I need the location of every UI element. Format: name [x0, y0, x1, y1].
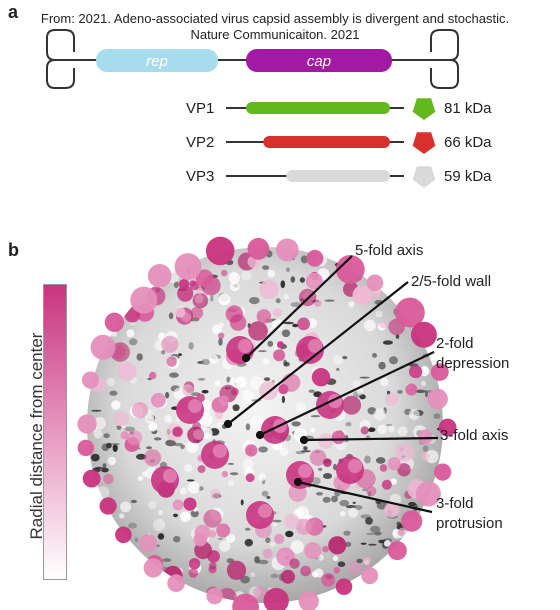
leader-line-1: [227, 281, 409, 425]
cap-gene-bar: [246, 49, 392, 72]
leader-dot-4: [293, 477, 303, 487]
right-itr-hairpin: [428, 29, 459, 61]
label-2-5-fold-wall: 2/5-fold wall: [411, 273, 492, 290]
cap-gene-label: cap: [307, 53, 331, 70]
leader-line-4: [297, 480, 433, 514]
vp-weight-vp1: 81 kDa: [444, 100, 492, 117]
vp-bar-vp1: [246, 102, 390, 114]
leader-dot-1: [223, 419, 233, 429]
radial-distance-colorbar: [43, 284, 67, 580]
rep-gene-label: rep: [146, 53, 168, 70]
source-caption: From: 2021. Adeno-associated virus capsi…: [40, 11, 510, 42]
left-itr-loop-lower: [46, 59, 76, 89]
vp-name-vp2: VP2: [186, 134, 214, 151]
vp-pentamer-icon-1: [412, 132, 436, 154]
leader-line-3: [303, 436, 439, 442]
vp-pentamer-icon-0: [412, 98, 436, 120]
vp-weight-vp2: 66 kDa: [444, 134, 492, 151]
left-itr-hairpin: [46, 29, 76, 61]
vp-bar-vp2: [263, 136, 390, 148]
leader-dot-0: [241, 353, 251, 363]
rep-gene-bar: [96, 49, 218, 72]
leader-line-0: [245, 255, 353, 359]
capsid-structure-image: [77, 236, 457, 610]
right-itr-loop-lower: [428, 59, 459, 89]
panel-a-letter: a: [8, 2, 19, 22]
label-3-fold-axis: 3-fold axis: [440, 427, 509, 444]
leader-line-2: [259, 351, 435, 436]
label-5-fold-axis: 5-fold axis: [355, 242, 424, 259]
vp-weight-vp3: 59 kDa: [444, 168, 492, 185]
panel-b-letter: b: [8, 240, 19, 260]
vp-pentamer-icon-2: [412, 166, 436, 188]
leader-dot-2: [255, 430, 265, 440]
leader-dot-3: [299, 435, 309, 445]
vp-bar-vp3: [286, 170, 390, 182]
vp-name-vp3: VP3: [186, 168, 214, 185]
vp-name-vp1: VP1: [186, 100, 214, 117]
